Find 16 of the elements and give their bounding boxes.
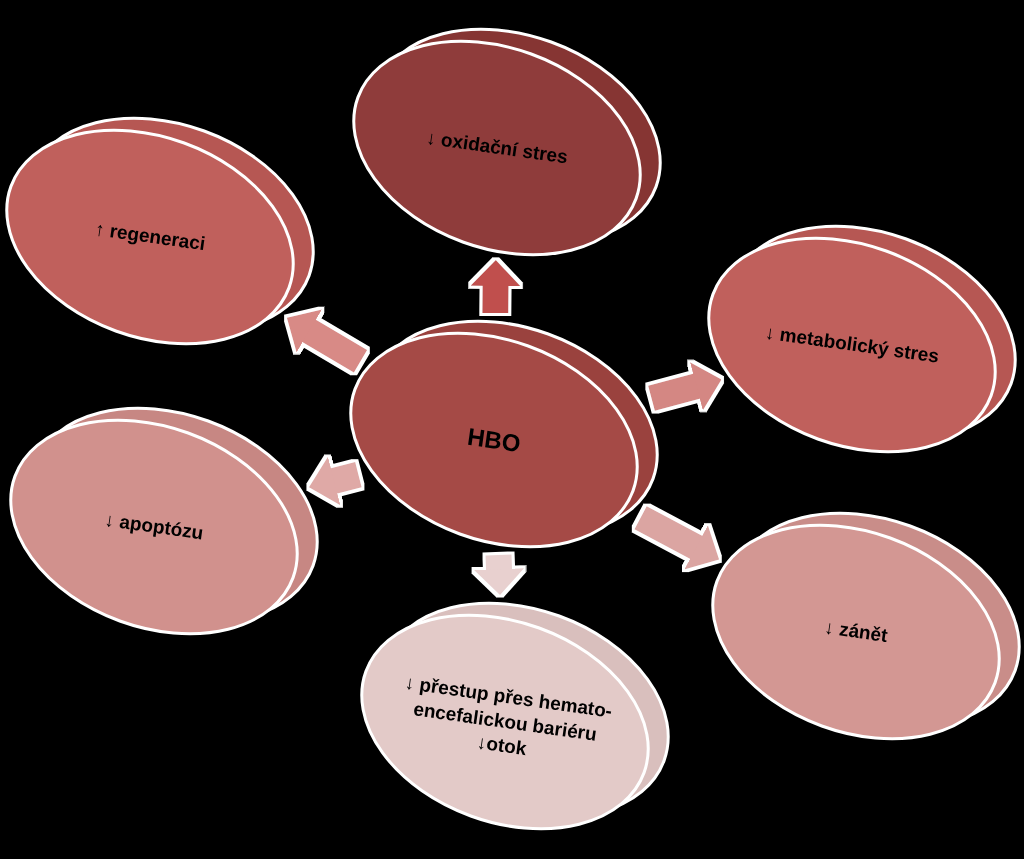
oval-node: [6, 405, 322, 637]
oval-node: [357, 600, 673, 832]
node-label: ↓ metabolický stres: [763, 320, 941, 369]
oval-node: [2, 115, 318, 347]
node-label: ↑ regeneraci: [93, 217, 207, 257]
block-arrow: [474, 554, 524, 596]
node-label: ↓ oxidační stres: [424, 125, 570, 170]
oval-node: [346, 318, 662, 550]
oval-node: [349, 26, 665, 258]
node-label: ↓ zánět: [822, 615, 890, 648]
node-label: ↓ apoptózu: [103, 507, 205, 546]
oval-node: [704, 223, 1020, 455]
oval-node: [708, 510, 1024, 742]
node-label: HBO: [465, 421, 523, 459]
node-label: ↓otok: [475, 731, 528, 762]
block-arrow: [470, 259, 521, 314]
